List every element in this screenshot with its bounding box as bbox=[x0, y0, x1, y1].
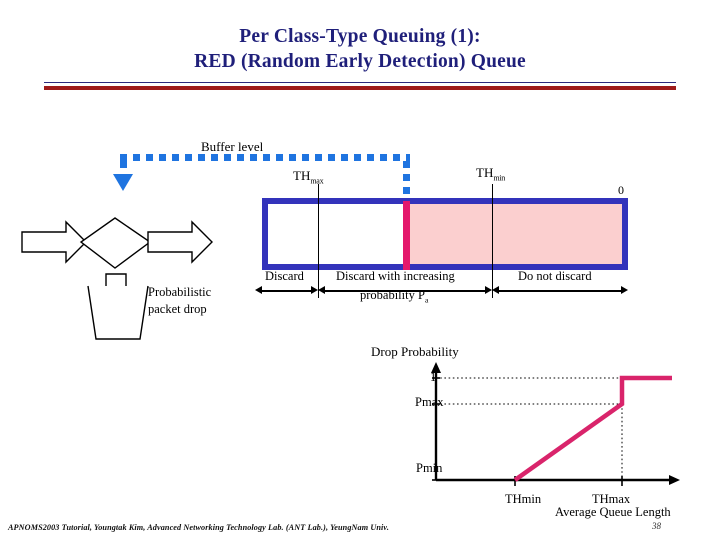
arrow-left-icon bbox=[492, 286, 499, 294]
queue-occupied-fill bbox=[408, 204, 622, 264]
measure-bar bbox=[324, 290, 486, 292]
buffer-pointer-dashed-right bbox=[403, 161, 410, 206]
buffer-pointer-dashed-left bbox=[120, 161, 127, 174]
th-max-text: TH bbox=[293, 168, 311, 183]
zone-label-probability: probability Pa bbox=[360, 288, 428, 305]
arrow-right-icon bbox=[621, 286, 628, 294]
queue-level-marker bbox=[403, 201, 410, 270]
drop-probability-chart bbox=[431, 362, 680, 486]
buffer-pointer-arrow-icon bbox=[113, 174, 133, 191]
queue-zero-label: 0 bbox=[618, 183, 624, 197]
measure-arrow-no-discard bbox=[492, 286, 628, 295]
th-max-tick-line bbox=[318, 184, 319, 298]
measure-bar bbox=[261, 290, 312, 292]
x-axis-arrow-icon bbox=[669, 475, 680, 485]
page-number: 38 bbox=[652, 521, 661, 531]
th-min-tick-line bbox=[492, 184, 493, 298]
x-axis-label-thmax: THmax bbox=[592, 492, 631, 506]
probabilistic-drop-flowchart bbox=[21, 217, 213, 340]
trash-bin-icon bbox=[87, 285, 149, 340]
th-min-subscript: min bbox=[493, 173, 505, 183]
arrow-left-icon bbox=[318, 286, 325, 294]
y-axis-arrow-icon bbox=[431, 362, 441, 373]
title-line-1: Per Class-Type Queuing (1): bbox=[239, 26, 481, 47]
arrow-right-icon bbox=[311, 286, 318, 294]
zone-label-discard-increasing: Discard with increasing bbox=[336, 269, 455, 283]
flowchart-caption-line-2: packet drop bbox=[148, 302, 207, 316]
y-axis-label-pmin: Pmin bbox=[416, 461, 443, 475]
buffer-level-label: Buffer level bbox=[201, 139, 264, 154]
th-min-label: THmin bbox=[476, 165, 505, 183]
x-axis-label-thmin: THmin bbox=[505, 492, 542, 506]
buffer-pointer-dashed-horizontal bbox=[120, 154, 410, 161]
chart-title: Drop Probability bbox=[371, 344, 459, 359]
title-line-2: RED (Random Early Detection) Queue bbox=[194, 51, 526, 72]
measure-arrow-discard bbox=[255, 286, 318, 295]
arrow-left-icon bbox=[255, 286, 262, 294]
page-title: Per Class-Type Queuing (1): RED (Random … bbox=[0, 24, 720, 74]
th-max-subscript: max bbox=[310, 176, 324, 186]
measure-arrow-probabilistic bbox=[318, 286, 492, 295]
chart-x-axis-title: Average Queue Length bbox=[555, 505, 671, 519]
divider-navy bbox=[44, 82, 676, 83]
arrow-in-icon bbox=[21, 220, 87, 264]
y-axis-label-pmax: Pmax bbox=[415, 395, 444, 409]
zone-probability-subscript: a bbox=[424, 295, 429, 305]
flowchart-caption-line-1: Probabilistic bbox=[148, 285, 212, 299]
zone-label-discard: Discard bbox=[265, 269, 304, 283]
divider-red bbox=[44, 86, 676, 90]
zone-label-do-not-discard: Do not discard bbox=[518, 269, 592, 283]
th-max-label: THmax bbox=[293, 168, 324, 186]
decision-diamond-icon bbox=[79, 217, 152, 269]
y-axis-label-one: 1 bbox=[430, 370, 437, 384]
zone-probability-text: probability P bbox=[360, 288, 425, 302]
chart-series-red-drop-probability bbox=[513, 375, 672, 482]
measure-bar bbox=[498, 290, 622, 292]
footer-attribution: APNOMS2003 Tutorial, Youngtak Kim, Advan… bbox=[8, 523, 389, 532]
arrow-out-icon bbox=[147, 220, 213, 264]
th-min-text: TH bbox=[476, 165, 494, 180]
arrow-right-icon bbox=[485, 286, 492, 294]
